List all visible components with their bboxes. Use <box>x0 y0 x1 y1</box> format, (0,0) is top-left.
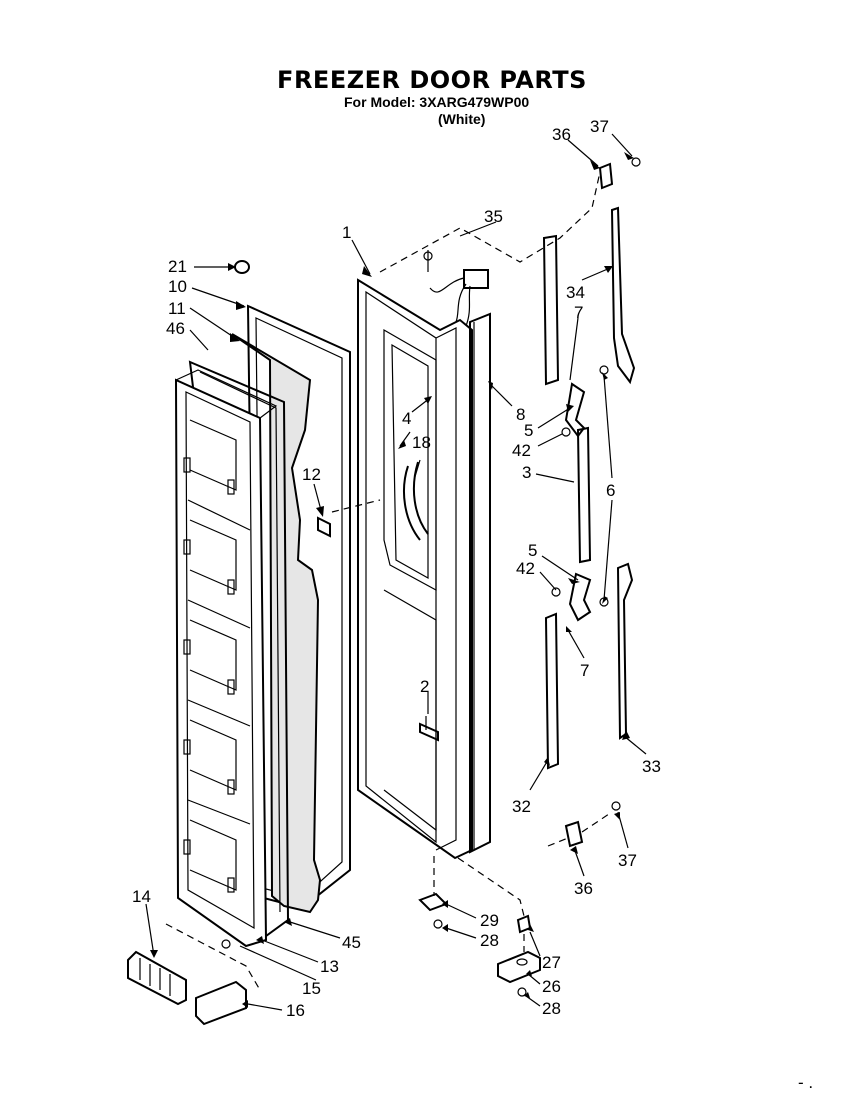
label-part-10: 10 <box>168 277 187 296</box>
diagram-title: FREEZER DOOR PARTS <box>277 66 587 94</box>
label-part-37-lower: 37 <box>618 851 637 870</box>
label-part-5-upper: 5 <box>524 421 533 440</box>
label-part-14: 14 <box>132 887 151 906</box>
label-part-45: 45 <box>342 933 361 952</box>
label-part-27: 27 <box>542 953 561 972</box>
lower-channel-32-part <box>544 612 560 770</box>
lower-bracket-36-part <box>564 820 584 848</box>
upper-bracket-36-part <box>598 162 614 190</box>
label-part-11: 11 <box>168 299 186 318</box>
upper-strip-34-part <box>610 206 636 385</box>
part-number-labels: 1 2 3 4 5 5 6 7 7 8 10 11 12 13 14 15 16… <box>132 117 661 1020</box>
label-part-18: 18 <box>412 433 431 452</box>
inner-door-liner-part <box>174 369 278 948</box>
label-part-1: 1 <box>342 223 351 242</box>
label-part-3: 3 <box>522 463 531 482</box>
label-part-12: 12 <box>302 465 321 484</box>
label-part-16: 16 <box>286 1001 305 1020</box>
label-part-8: 8 <box>516 405 525 424</box>
label-part-35: 35 <box>484 207 503 226</box>
label-part-37-upper: 37 <box>590 117 609 136</box>
door-insulation-part <box>231 333 322 914</box>
label-part-6: 6 <box>606 481 615 500</box>
wiring-harness-part <box>423 250 489 327</box>
label-part-28-lower: 28 <box>542 999 561 1018</box>
label-part-46: 46 <box>166 319 185 338</box>
label-part-42-lower: 42 <box>516 559 535 578</box>
door-edge-trim-part <box>469 312 491 854</box>
label-part-33: 33 <box>642 757 661 776</box>
label-part-36-upper: 36 <box>552 125 571 144</box>
label-part-36-lower: 36 <box>574 879 593 898</box>
label-part-29: 29 <box>480 911 499 930</box>
label-part-42-upper: 42 <box>512 441 531 460</box>
label-part-7-lower: 7 <box>580 661 589 680</box>
label-part-15: 15 <box>302 979 321 998</box>
bottom-plate-29-part <box>418 892 448 912</box>
bracket-2-part <box>419 716 439 742</box>
leader-lines <box>145 133 647 1011</box>
label-part-21: 21 <box>168 257 187 276</box>
color-subtitle: (White) <box>438 111 486 127</box>
vent-grille-14-part <box>127 950 187 1006</box>
lower-hinge-5-part <box>568 572 592 622</box>
label-part-28-upper: 28 <box>480 931 499 950</box>
label-part-4: 4 <box>402 409 411 428</box>
arrowheads <box>150 152 634 1008</box>
middle-rod-3-part <box>576 426 592 564</box>
label-part-7-upper: 7 <box>574 303 583 322</box>
label-part-34: 34 <box>566 283 585 302</box>
label-part-5-lower: 5 <box>528 541 537 560</box>
clip-12-part <box>317 516 331 538</box>
plug-21-part <box>234 260 250 274</box>
label-part-26: 26 <box>542 977 561 996</box>
cover-16-part <box>195 980 247 1026</box>
corner-mark: - . <box>798 1073 813 1092</box>
model-subtitle: For Model: 3XARG479WP00 <box>344 94 530 110</box>
lower-strip-33-part <box>616 562 634 740</box>
assembly-lines <box>165 171 613 991</box>
outer-door-panel-part <box>357 278 473 860</box>
hinge-block-26-part <box>497 950 541 984</box>
label-part-13: 13 <box>320 957 339 976</box>
upper-channel-part <box>542 234 560 386</box>
label-part-32: 32 <box>512 797 531 816</box>
label-part-2: 2 <box>420 677 429 696</box>
door-handle-tube-part <box>403 461 429 541</box>
